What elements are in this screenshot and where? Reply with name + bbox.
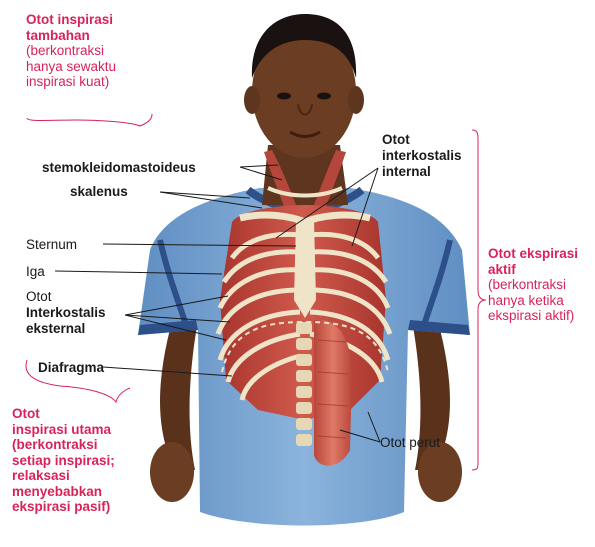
sternum-bone: [294, 220, 316, 318]
label-diaphragm: Diafragma: [38, 360, 104, 376]
label-internal-intercostal: Otot interkostalis internal: [382, 132, 462, 180]
head: [244, 14, 364, 158]
left-hand: [150, 442, 194, 502]
group-active-expiration: Otot ekspirasi aktif (berkontraksi hanya…: [488, 246, 578, 324]
group-main-inspiration: Otot inspirasi utama (berkontraksi setia…: [12, 406, 115, 515]
label-scalene: skalenus: [70, 184, 128, 200]
right-hand: [418, 442, 462, 502]
label-rib: Iga: [26, 264, 45, 280]
abdominal-muscle: [314, 320, 352, 466]
label-abdominal-muscle: Otot perut: [380, 435, 440, 451]
label-sternocleidomastoid: stemokleidomastoideus: [42, 160, 196, 176]
group-accessory-inspiration: Otot inspirasi tambahan (berkontraksi ha…: [26, 12, 116, 90]
label-external-intercostal: Otot Interkostalis eksternal: [26, 289, 106, 337]
label-sternum: Sternum: [26, 237, 77, 253]
